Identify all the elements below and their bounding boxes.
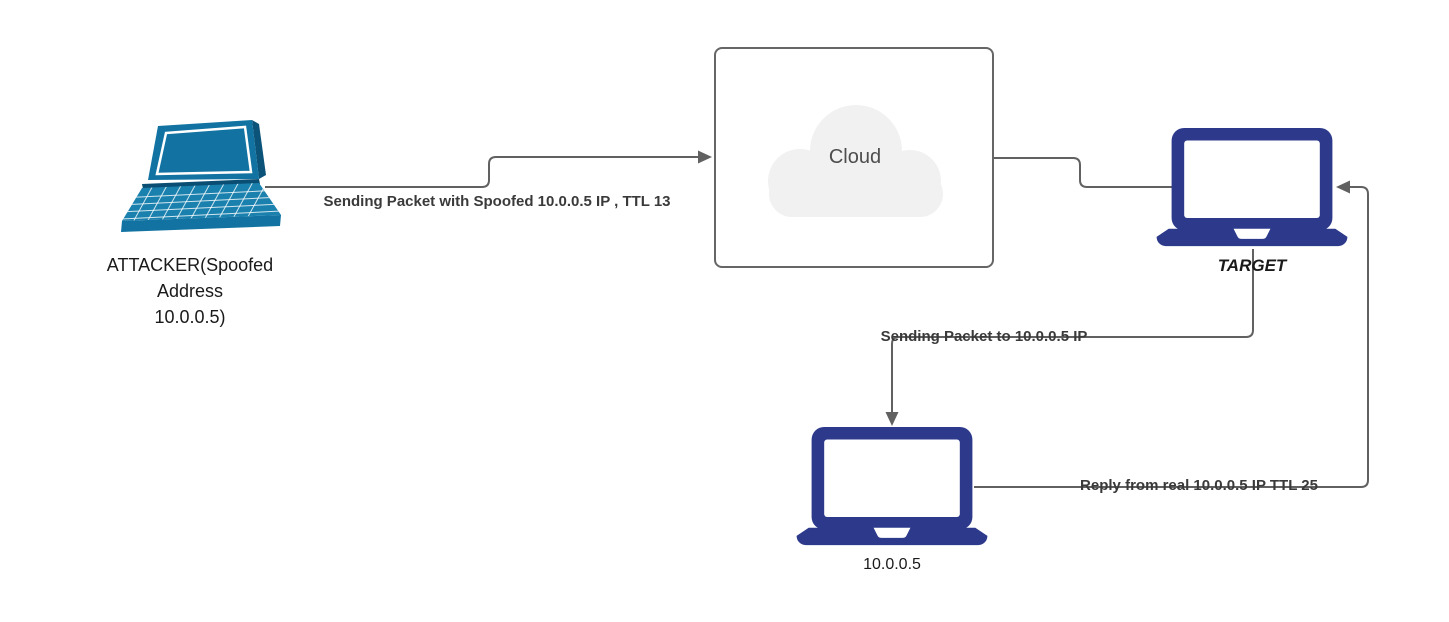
cloud-icon xyxy=(768,105,943,217)
screen xyxy=(1184,140,1320,219)
real-host-label: 10.0.0.5 xyxy=(863,556,921,573)
laptop-3d-icon xyxy=(121,120,281,232)
base-notch xyxy=(873,527,911,538)
edge-label-forward-packet: Sending Packet to 10.0.0.5 IP xyxy=(880,328,1088,345)
laptop-icon xyxy=(796,426,988,546)
target-label: TARGET xyxy=(1217,256,1287,275)
lid-side xyxy=(252,120,266,179)
edge-label-spoofed-packet: Sending Packet with Spoofed 10.0.0.5 IP … xyxy=(323,193,671,210)
edge-target-to-realhost[interactable] xyxy=(885,249,1254,426)
base-notch xyxy=(1233,228,1271,239)
front-edge xyxy=(121,215,281,232)
screen-frame xyxy=(155,125,253,176)
hinge xyxy=(142,179,260,189)
edge-label-reply-packet: Reply from real 10.0.0.5 IP TTL 25 xyxy=(1080,477,1318,494)
arrowhead-into-realhost xyxy=(885,412,899,426)
node-real-host[interactable] xyxy=(795,425,989,549)
lid xyxy=(148,120,259,180)
laptop-icon xyxy=(1156,127,1348,247)
screen xyxy=(824,439,960,518)
node-target[interactable] xyxy=(1155,126,1349,250)
edge-cloud-to-target[interactable] xyxy=(992,157,1172,188)
node-cloud[interactable]: Cloud xyxy=(714,47,994,268)
node-attacker[interactable] xyxy=(106,120,282,234)
edge-attacker-to-cloud[interactable] xyxy=(265,150,712,188)
attacker-label: ATTACKER(Spoofed Address 10.0.0.5) xyxy=(106,255,274,327)
arrowhead-into-cloud xyxy=(698,150,712,164)
cloud-label: Cloud xyxy=(828,146,882,168)
arrowhead-into-target xyxy=(1336,180,1350,194)
edge-realhost-to-target[interactable] xyxy=(974,180,1369,488)
